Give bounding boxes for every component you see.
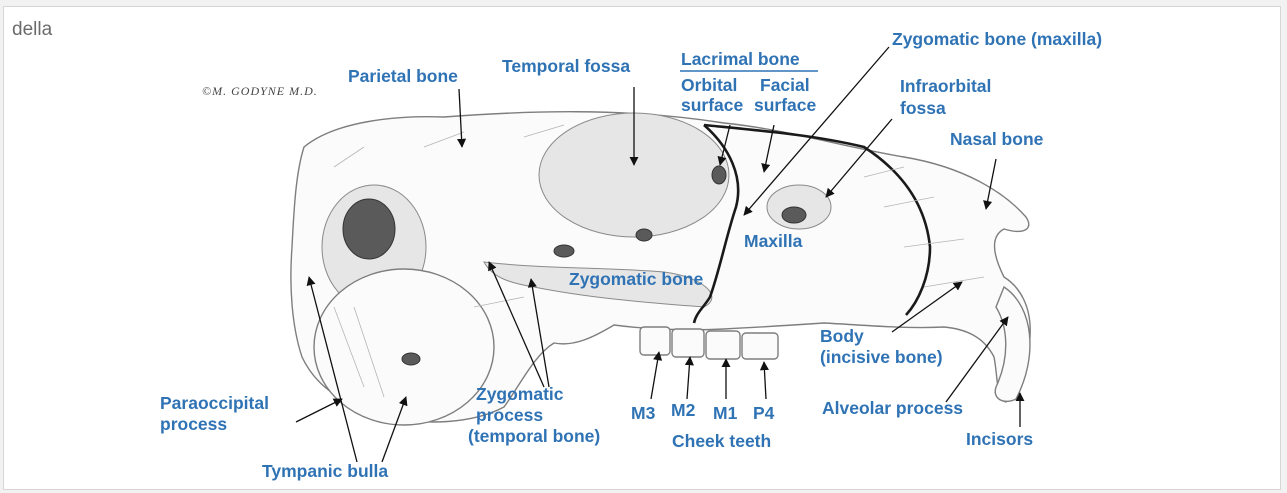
tooth-m2 bbox=[672, 329, 704, 357]
ear-canal bbox=[402, 353, 420, 365]
leader-m2 bbox=[687, 357, 690, 399]
label-paraoccipital-1: Paraoccipital bbox=[160, 393, 269, 413]
leader-paraoccipital bbox=[296, 399, 342, 422]
label-m1: M1 bbox=[713, 403, 738, 423]
leader-p4 bbox=[764, 362, 766, 399]
label-p4: P4 bbox=[753, 403, 775, 423]
tooth-m1 bbox=[706, 331, 740, 359]
label-m3: M3 bbox=[631, 403, 656, 423]
label-cheek-teeth: Cheek teeth bbox=[672, 431, 771, 451]
label-zygomatic-bone: Zygomatic bone bbox=[569, 269, 703, 289]
label-tympanic-bulla: Tympanic bulla bbox=[262, 461, 388, 481]
label-temporal-fossa: Temporal fossa bbox=[502, 56, 630, 76]
artist-signature: ©M. GODYNE M.D. bbox=[202, 84, 318, 98]
label-infraorbital-2: fossa bbox=[900, 98, 946, 118]
label-zyg-process-1: Zygomatic bbox=[476, 384, 564, 404]
leader-m3 bbox=[651, 352, 659, 399]
fossa-opening-2 bbox=[554, 245, 574, 257]
label-incisors: Incisors bbox=[966, 429, 1033, 449]
label-maxilla: Maxilla bbox=[744, 231, 803, 251]
label-zyg-process-2: process bbox=[476, 405, 543, 425]
figure-frame: della ©M. GODYNE M.D. bbox=[3, 6, 1281, 490]
label-body-1: Body bbox=[820, 326, 864, 346]
fossa-opening-1 bbox=[636, 229, 652, 241]
label-infraorbital-1: Infraorbital bbox=[900, 76, 991, 96]
label-orbital-2: surface bbox=[681, 95, 744, 115]
label-orbital-1: Orbital bbox=[681, 75, 737, 95]
infraorbital-hole bbox=[782, 207, 806, 223]
label-paraoccipital-2: process bbox=[160, 414, 227, 434]
tooth-p4 bbox=[742, 333, 778, 359]
skull-diagram: ©M. GODYNE M.D. bbox=[4, 7, 1281, 490]
label-zyg-process-3: (temporal bone) bbox=[468, 426, 600, 446]
label-m2: M2 bbox=[671, 400, 696, 420]
label-facial-2: surface bbox=[754, 95, 817, 115]
lacrimal-opening bbox=[712, 166, 726, 184]
label-body-2: (incisive bone) bbox=[820, 347, 943, 367]
label-nasal-bone: Nasal bone bbox=[950, 129, 1044, 149]
label-facial-1: Facial bbox=[760, 75, 810, 95]
orbit-hole bbox=[343, 199, 395, 259]
cheek-teeth-row bbox=[640, 327, 778, 359]
label-parietal-bone: Parietal bone bbox=[348, 66, 458, 86]
label-alveolar-process: Alveolar process bbox=[822, 398, 963, 418]
label-lacrimal-bone: Lacrimal bone bbox=[681, 49, 800, 69]
label-zygomatic-maxilla: Zygomatic bone (maxilla) bbox=[892, 29, 1102, 49]
tooth-m3 bbox=[640, 327, 670, 355]
